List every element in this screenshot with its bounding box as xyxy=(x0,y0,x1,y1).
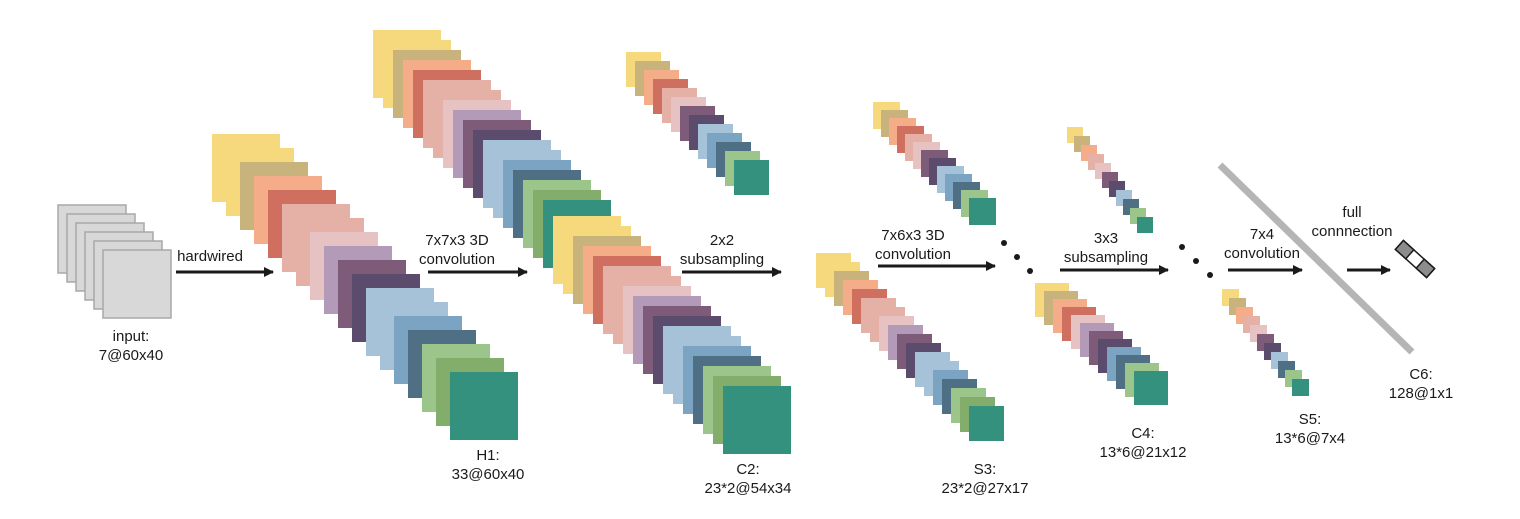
label-c4: C4: 13*6@21x12 xyxy=(1100,424,1187,462)
input-slice xyxy=(102,249,172,319)
label-c2-dims: 23*2@54x34 xyxy=(704,480,792,497)
label-c6-dims: 128@1x1 xyxy=(1388,385,1454,402)
label-s5-dims: 13*6@7x4 xyxy=(1274,430,1346,447)
label-h1: H1: 33@60x40 xyxy=(452,446,525,484)
op-subsampling-2-line2: subsampling xyxy=(1063,249,1149,266)
label-c4-dims: 13*6@21x12 xyxy=(1099,444,1187,461)
s3-bottom-slice xyxy=(969,406,1004,441)
s3-top-stack xyxy=(626,52,769,195)
label-s5: S5: 13*6@7x4 xyxy=(1275,410,1345,448)
op-subsampling-1-line1: 2x2 xyxy=(709,232,735,249)
label-input-name: input: xyxy=(112,328,150,345)
input-stack xyxy=(57,204,172,319)
s3-bottom-stack xyxy=(816,253,1004,441)
op-full-connection-line1: full xyxy=(1342,204,1362,221)
ellipsis-dots-s5 xyxy=(1179,244,1213,278)
s5-bottom-slice xyxy=(1292,379,1309,396)
s5-bottom-stack xyxy=(1222,289,1309,396)
label-s3-dims: 23*2@27x17 xyxy=(941,480,1029,497)
label-h1-dims: 33@60x40 xyxy=(451,466,525,483)
op-convolution-3-line1: 7x4 xyxy=(1249,226,1275,243)
c4-top-slice xyxy=(969,198,996,225)
op-subsampling-1-label: 2x2 subsampling xyxy=(680,231,764,269)
op-hardwired-label: hardwired xyxy=(177,247,243,266)
s5-top-stack xyxy=(1067,127,1153,233)
label-h1-name: H1: xyxy=(476,447,500,464)
label-s3: S3: 23*2@27x17 xyxy=(942,460,1029,498)
op-full-connection-label: full connnection xyxy=(1312,203,1393,241)
c2-bottom-stack xyxy=(553,216,791,454)
op-convolution-3-line2: convolution xyxy=(1224,245,1300,262)
c4-top-stack xyxy=(873,102,996,225)
label-s5-name: S5: xyxy=(1298,411,1322,428)
op-3d-convolution-1-line2: convolution xyxy=(419,251,495,268)
s3-top-slice xyxy=(734,160,769,195)
label-input: input: 7@60x40 xyxy=(99,327,163,365)
ellipsis-dots-c4 xyxy=(1001,240,1033,274)
h1-stack xyxy=(212,134,518,440)
op-full-connection-line2: connnection xyxy=(1311,223,1393,240)
s5-top-slice xyxy=(1137,217,1153,233)
op-3d-convolution-2-line2: convolution xyxy=(875,246,951,263)
c6-output-unit xyxy=(1394,239,1436,279)
op-subsampling-2-label: 3x3 subsampling xyxy=(1064,229,1148,267)
op-3d-convolution-2-label: 7x6x3 3D convolution xyxy=(875,226,951,264)
h1-slice xyxy=(450,372,518,440)
op-subsampling-1-line2: subsampling xyxy=(679,251,765,268)
label-c2-name: C2: xyxy=(736,461,760,478)
c2-bottom-slice xyxy=(723,386,791,454)
label-c2: C2: 23*2@54x34 xyxy=(705,460,792,498)
label-input-dims: 7@60x40 xyxy=(98,347,164,364)
c4-bottom-slice xyxy=(1134,371,1168,405)
label-s3-name: S3: xyxy=(973,461,997,478)
c4-bottom-stack xyxy=(1035,283,1168,405)
op-subsampling-2-line1: 3x3 xyxy=(1093,230,1119,247)
label-c6-name: C6: xyxy=(1409,366,1433,383)
label-c4-name: C4: xyxy=(1131,425,1155,442)
op-convolution-3-label: 7x4 convolution xyxy=(1224,225,1300,263)
full-connection-bar xyxy=(1217,162,1415,355)
op-3d-convolution-2-line1: 7x6x3 3D xyxy=(881,227,945,244)
op-hardwired-line1: hardwired xyxy=(177,248,243,265)
op-3d-convolution-1-label: 7x7x3 3D convolution xyxy=(419,231,495,269)
op-3d-convolution-1-line1: 7x7x3 3D xyxy=(425,232,489,249)
label-c6: C6: 128@1x1 xyxy=(1389,365,1453,403)
